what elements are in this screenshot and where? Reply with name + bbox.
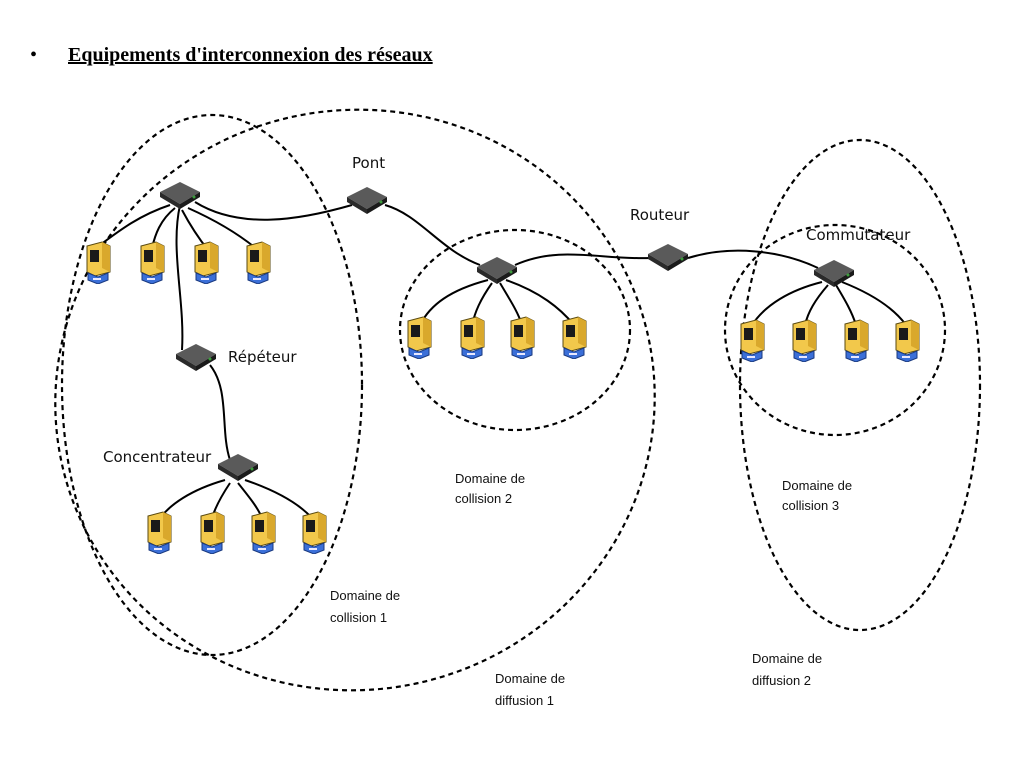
cable <box>209 364 231 461</box>
bridge-device-icon <box>347 187 387 214</box>
cable <box>384 204 481 266</box>
bridge-switch-device-icon <box>477 257 517 284</box>
collision-domain-2-outline <box>398 228 632 432</box>
broadcast-domain-2-outline <box>738 138 982 632</box>
computer-icon <box>407 316 432 359</box>
computer-icon <box>510 316 535 359</box>
computer-icon <box>460 316 485 359</box>
computer-icon <box>844 319 869 362</box>
label-collision-domain-2: Domaine de collision 2 <box>455 471 529 506</box>
label-pont: Pont <box>352 154 385 172</box>
slide-title: Equipements d'interconnexion des réseaux <box>68 44 433 66</box>
label-broadcast-domain-2: Domaine de diffusion 2 <box>752 651 826 688</box>
computer-icon <box>562 316 587 359</box>
label-line: diffusion 1 <box>495 693 554 708</box>
collision-domain-1-outline <box>60 113 364 657</box>
cable <box>751 281 823 326</box>
computer-icon <box>792 319 817 362</box>
label-line: collision 2 <box>455 491 512 506</box>
computer-icon <box>200 511 225 554</box>
label-broadcast-domain-1: Domaine de diffusion 1 <box>495 671 569 708</box>
label-collision-domain-3: Domaine de collision 3 <box>782 478 856 513</box>
label-line: Domaine de <box>752 651 822 666</box>
computer-icon <box>147 511 172 554</box>
label-line: Domaine de <box>455 471 525 486</box>
computer-icon <box>740 319 765 362</box>
label-line: collision 1 <box>330 610 387 625</box>
computer-icon <box>251 511 276 554</box>
cable <box>237 482 263 519</box>
cable <box>175 204 184 351</box>
computer-icon <box>895 319 920 362</box>
label-line: Domaine de <box>782 478 852 493</box>
cable <box>244 479 313 519</box>
computer-icon <box>246 241 271 284</box>
label-commutateur: Commutateur <box>806 226 911 244</box>
computer-group-3 <box>740 319 920 362</box>
router-device-icon <box>648 244 688 271</box>
cable <box>194 201 353 221</box>
computer-icon <box>194 241 219 284</box>
computer-icon <box>86 241 111 284</box>
label-concentrateur: Concentrateur <box>103 448 212 466</box>
cable <box>835 284 857 326</box>
computer-group-2 <box>407 316 587 359</box>
concentrator-device-icon <box>218 454 258 481</box>
label-line: collision 3 <box>782 498 839 513</box>
cable <box>841 281 907 326</box>
title-bullet: • <box>30 44 38 66</box>
broadcast-domain-1-outline <box>54 108 656 692</box>
slide-title-row: • Equipements d'interconnexion des réseau… <box>30 44 433 67</box>
hub-device-icon <box>160 182 200 209</box>
cable <box>505 279 575 326</box>
cable <box>687 249 819 269</box>
label-routeur: Routeur <box>630 206 690 224</box>
cable <box>99 204 171 246</box>
computer-group-4 <box>147 511 327 554</box>
label-repeteur: Répéteur <box>228 348 297 366</box>
computer-icon <box>140 241 165 284</box>
label-line: Domaine de <box>330 588 400 603</box>
cable <box>514 253 651 266</box>
cable <box>804 284 829 326</box>
label-line: Domaine de <box>495 671 565 686</box>
computer-icon <box>302 511 327 554</box>
label-collision-domain-1: Domaine de collision 1 <box>330 588 404 625</box>
label-line: diffusion 2 <box>752 673 811 688</box>
collision-domain-3-outline <box>723 223 947 437</box>
